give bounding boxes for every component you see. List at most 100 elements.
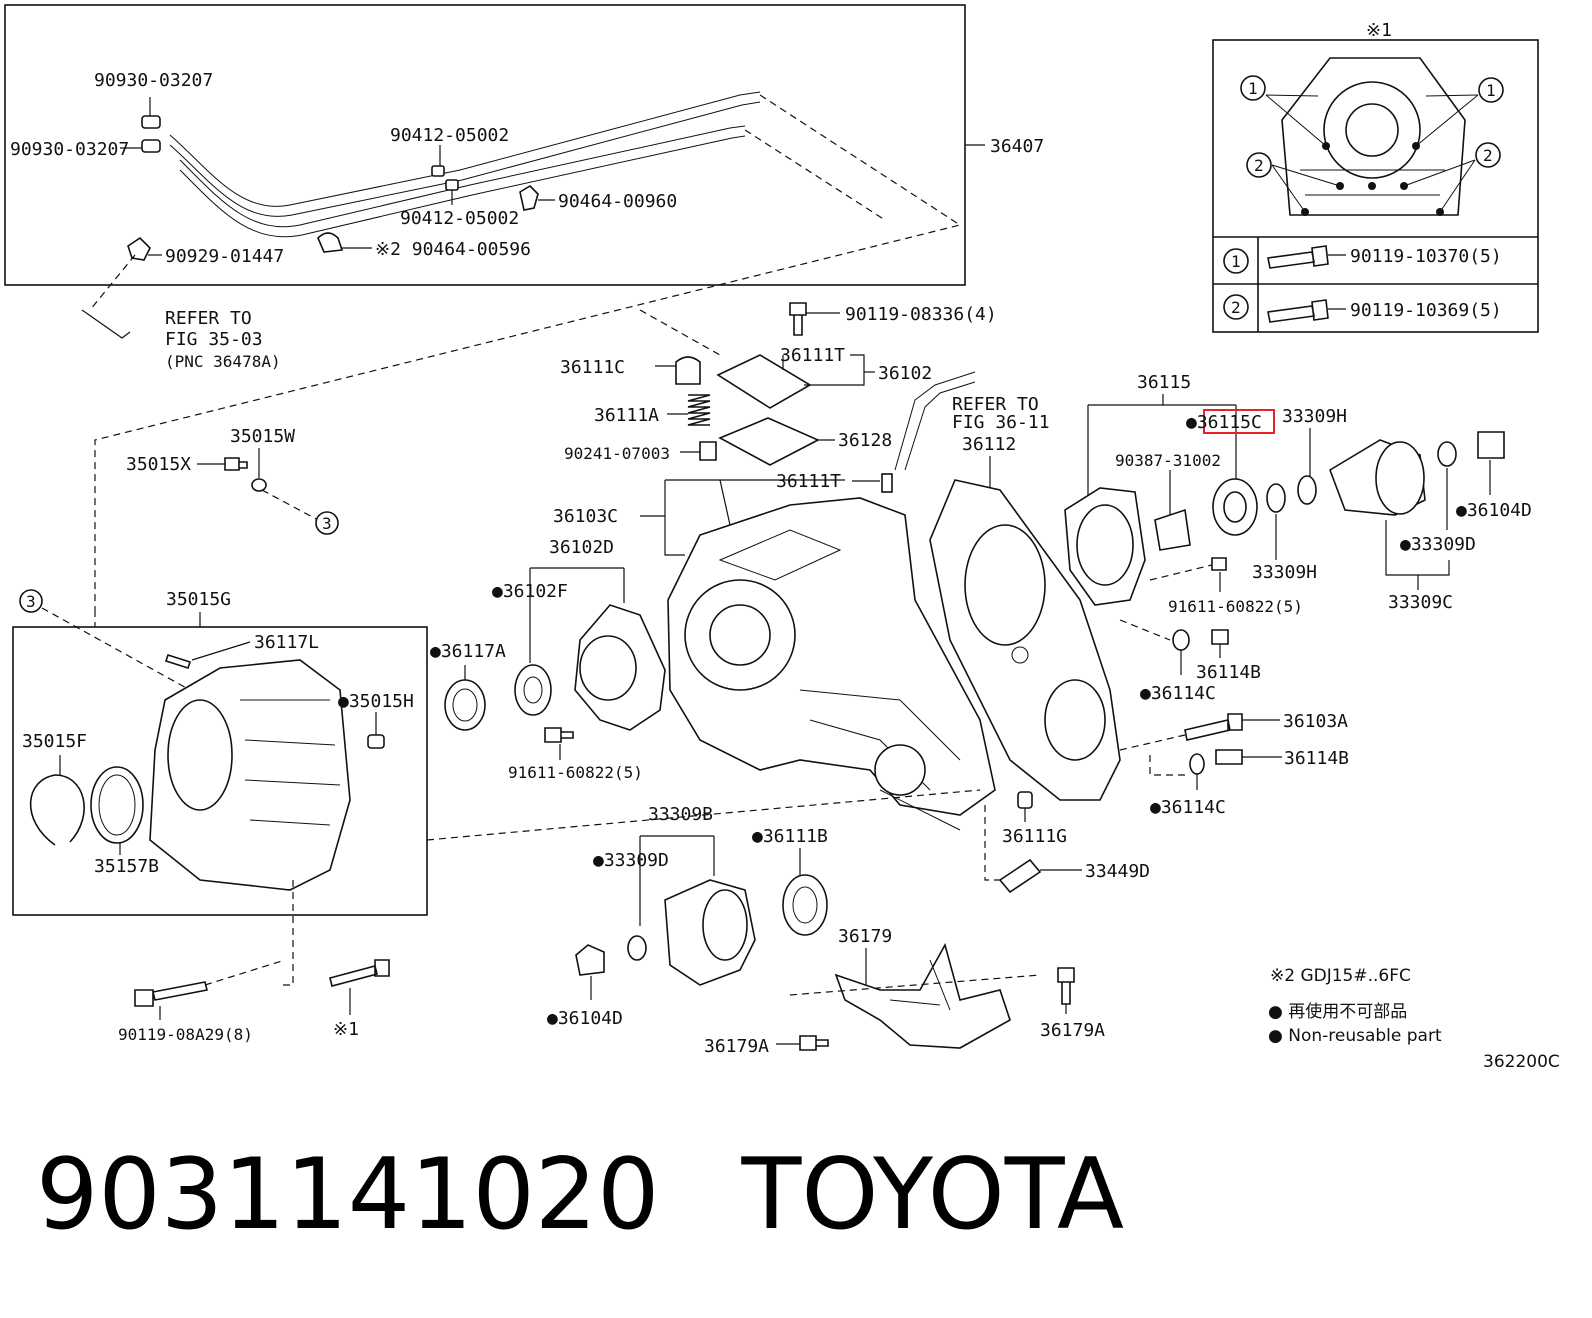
gasket-36114C-upper bbox=[1172, 629, 1190, 651]
callout-36102: 36102 bbox=[878, 363, 932, 384]
snap-ring-35015F bbox=[29, 774, 85, 846]
seal-35157B bbox=[90, 766, 144, 844]
bushing-90387 bbox=[1154, 508, 1191, 551]
callout-36407: 36407 bbox=[990, 136, 1044, 157]
bolt-91611-left bbox=[544, 727, 574, 743]
callout-36103A: 36103A bbox=[1283, 711, 1348, 732]
washer-33309D-front bbox=[627, 935, 647, 961]
inset-circle-2-left-label: 2 bbox=[1254, 156, 1264, 175]
inset-row2-part: 90119-10369(5) bbox=[1350, 300, 1502, 321]
inset-leaders bbox=[1265, 94, 1479, 213]
circle-3-right bbox=[315, 511, 339, 535]
callout-90241-07003: 90241-07003 bbox=[564, 444, 670, 463]
flange-33309C bbox=[1329, 439, 1426, 516]
gasket-36128 bbox=[718, 417, 820, 466]
circle-3-left bbox=[19, 589, 43, 613]
inset-circle-1-right bbox=[1478, 77, 1504, 103]
callout-91611-60822-left: 91611-60822(5) bbox=[508, 763, 643, 782]
plug-36114B-lower bbox=[1215, 749, 1243, 765]
circle-3-left-label: 3 bbox=[26, 592, 36, 611]
inset-mark: ※1 bbox=[1366, 20, 1392, 41]
refer-fig-36-11-line2: FIG 36-11 bbox=[952, 412, 1050, 433]
bolt-91611-rear bbox=[1211, 557, 1227, 571]
gasket-36114C-lower bbox=[1189, 753, 1205, 775]
callout-36114B-upper: 36114B bbox=[1196, 662, 1261, 683]
inset-row2-bolt bbox=[1267, 299, 1329, 323]
callout-36115C: ●36115C bbox=[1186, 412, 1262, 433]
footer-caption: 9031141020 TOYOTA bbox=[36, 1140, 1136, 1250]
inset-row1-number: 1 bbox=[1231, 252, 1241, 271]
seal-36117A bbox=[444, 679, 486, 731]
stud-36117L bbox=[164, 653, 192, 670]
inset-row2-number: 2 bbox=[1231, 298, 1241, 317]
inset-box bbox=[1212, 39, 1539, 333]
transfer-case-36103C bbox=[667, 497, 996, 831]
bearing-36102F bbox=[514, 664, 552, 716]
spring-36111A bbox=[687, 394, 711, 426]
callout-36128: 36128 bbox=[838, 430, 892, 451]
callout-90464-00596: ※2 90464-00596 bbox=[375, 239, 531, 260]
callout-36115: 36115 bbox=[1137, 372, 1191, 393]
refer-fig-35-03-line3: (PNC 36478A) bbox=[165, 352, 281, 371]
callout-36111T-upper: 36111T bbox=[780, 345, 845, 366]
callout-note1-mark: ※1 bbox=[333, 1019, 359, 1040]
inset-circle-2-right bbox=[1475, 142, 1501, 168]
callout-33309H-lower: 33309H bbox=[1252, 562, 1317, 583]
callout-90929-01447: 90929-01447 bbox=[165, 246, 284, 267]
footer-part-number: 9031141020 bbox=[36, 1138, 660, 1252]
callout-35015X: 35015X bbox=[126, 454, 191, 475]
note-gdj15: ※2 GDJ15#..6FC bbox=[1270, 966, 1411, 986]
refer-fig-36-11-line1: REFER TO bbox=[952, 394, 1039, 415]
callout-33309H-upper: 33309H bbox=[1282, 406, 1347, 427]
callout-35015G: 35015G bbox=[166, 589, 231, 610]
inset-circle-1-left-label: 1 bbox=[1248, 79, 1258, 98]
flange-33309B bbox=[664, 879, 756, 986]
inset-row1-bolt bbox=[1267, 245, 1329, 269]
callout-35157B: 35157B bbox=[94, 856, 159, 877]
legend-japanese: ● 再使用不可部品 bbox=[1268, 1001, 1407, 1022]
seal-33309H-a bbox=[1266, 483, 1286, 513]
callout-36114C-upper: ●36114C bbox=[1140, 683, 1216, 704]
callout-33309C: 33309C bbox=[1388, 592, 1453, 613]
parts-diagram: 90930-03207 90930-03207 90412-05002 9041… bbox=[4, 4, 1560, 1072]
extension-housing-box bbox=[12, 626, 428, 916]
figure-code: 362200C bbox=[1483, 1052, 1560, 1072]
circle-3-right-label: 3 bbox=[322, 514, 332, 533]
hose-fittings bbox=[127, 115, 539, 261]
callout-36111B: ●36111B bbox=[752, 826, 828, 847]
inset-circle-2-right-label: 2 bbox=[1483, 146, 1493, 165]
callout-36102F: ●36102F bbox=[492, 581, 568, 602]
seal-36111B bbox=[782, 874, 828, 936]
bolt-36179A-right bbox=[1057, 967, 1075, 1005]
callout-36111T-lower: 36111T bbox=[776, 471, 841, 492]
pin-36111G bbox=[1017, 791, 1033, 809]
footer-brand: TOYOTA bbox=[741, 1138, 1125, 1252]
bracket-36179 bbox=[834, 942, 1011, 1049]
callout-90387-31002: 90387-31002 bbox=[1115, 451, 1221, 470]
inset-case-drawing bbox=[1281, 57, 1466, 216]
callout-90930-03207-top: 90930-03207 bbox=[94, 70, 213, 91]
callout-90119-08336: 90119-08336(4) bbox=[845, 304, 997, 325]
callout-36111G: 36111G bbox=[1002, 826, 1067, 847]
callout-90464-00960: 90464-00960 bbox=[558, 191, 677, 212]
pin-35015H bbox=[367, 734, 385, 749]
bolt-35015X bbox=[224, 457, 248, 471]
refer-fig-35-03-line2: FIG 35-03 bbox=[165, 329, 263, 350]
seal-33309H-b bbox=[1297, 475, 1317, 505]
plate-33449D bbox=[998, 858, 1042, 894]
callout-36117A: ●36117A bbox=[430, 641, 506, 662]
bearing-36115C bbox=[1212, 478, 1258, 536]
inset-row1-circle bbox=[1223, 248, 1249, 274]
callout-36111A: 36111A bbox=[594, 405, 659, 426]
inset-circle-2-left bbox=[1246, 152, 1272, 178]
plug-36111C bbox=[675, 356, 701, 385]
nut-36104D-front bbox=[575, 944, 605, 976]
inset-row1-part: 90119-10370(5) bbox=[1350, 246, 1502, 267]
callout-91611-60822-rear: 91611-60822(5) bbox=[1168, 597, 1303, 616]
callout-90412-05002-lower: 90412-05002 bbox=[400, 208, 519, 229]
case-cover-36112 bbox=[929, 479, 1121, 801]
callout-90412-05002-upper: 90412-05002 bbox=[390, 125, 509, 146]
callout-36114C-lower: ●36114C bbox=[1150, 797, 1226, 818]
callout-90930-03207-left: 90930-03207 bbox=[10, 139, 129, 160]
callout-36179A-right: 36179A bbox=[1040, 1020, 1105, 1041]
